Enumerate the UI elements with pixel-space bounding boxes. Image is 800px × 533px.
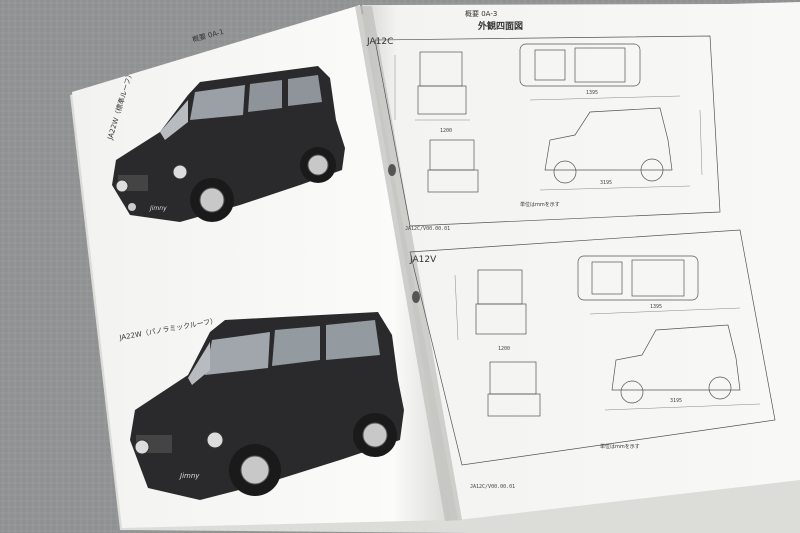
footer-code-1: JA12C/V00.00.01 [405,226,450,232]
section-label-ja12c: JA12C [366,37,393,47]
drawing-ja12c: 1395 3195 1200 [374,35,721,227]
binding-hole [388,164,396,176]
svg-text:1200: 1200 [498,346,510,352]
svg-text:3195: 3195 [600,180,612,186]
jimny-badge-bottom: Jimny [178,472,200,480]
right-page-title: 外観四面図 [477,20,523,32]
note-units-1: 単位はmmを示す [520,201,560,208]
spine-shadow [355,6,462,521]
note-units-2: 単位はmmを示す [600,443,640,450]
right-page-header: 概要 0A-3 [465,9,497,18]
car-photo-bottom: Jimny [130,312,404,500]
jimny-badge-top: Jimny [149,205,167,212]
footer-code-2: JA12C/V00.00.01 [470,484,515,490]
binding-hole [412,291,420,303]
section-label-ja12v: JA12V [409,255,437,265]
svg-text:1395: 1395 [586,90,598,96]
svg-text:3195: 3195 [670,398,682,404]
drawing-ja12v: 1395 3195 1200 [409,229,776,466]
svg-text:1395: 1395 [650,304,662,310]
svg-text:1200: 1200 [440,128,452,134]
right-page [362,2,800,520]
car-photo-top: Jimny [112,66,345,222]
